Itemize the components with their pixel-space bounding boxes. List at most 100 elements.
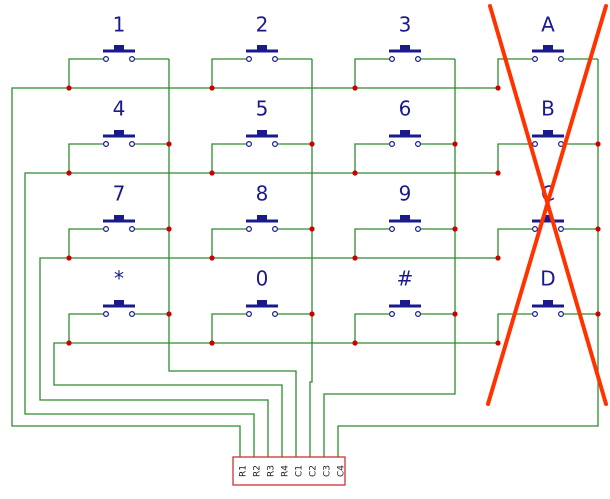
- switch-left-lead: [211, 143, 246, 173]
- cross-stroke: [486, 4, 608, 406]
- key-switch: 4: [68, 97, 169, 173]
- switch-contact-right: [415, 55, 422, 62]
- switch-left-lead: [68, 313, 103, 343]
- switch-plunger: [400, 215, 410, 221]
- row-bus-wire: [53, 342, 355, 457]
- switch-contact-left: [531, 141, 538, 148]
- key-label: 8: [256, 182, 269, 206]
- switch-plunger: [400, 130, 410, 136]
- key-label: 2: [256, 13, 269, 37]
- switch-contact-left: [531, 311, 538, 318]
- switch-plunger: [543, 45, 553, 51]
- junction-dot: [309, 141, 315, 147]
- key-label: 1: [113, 13, 126, 37]
- switch-contact-left: [246, 311, 253, 318]
- junction-dot: [166, 311, 172, 317]
- junction-dots: [66, 85, 601, 346]
- junction-dot: [66, 340, 72, 346]
- row-bus-wire: [24, 172, 498, 457]
- junction-dot: [595, 226, 601, 232]
- wiring: [11, 59, 599, 457]
- pin-label: R3: [267, 465, 277, 477]
- key-label: 9: [399, 182, 412, 206]
- junction-dot: [452, 311, 458, 317]
- junction-dot: [452, 226, 458, 232]
- pin-label: C1: [295, 465, 305, 477]
- switch-left-lead: [68, 143, 103, 173]
- key-label: 7: [113, 182, 126, 206]
- row-bus-wire: [11, 87, 498, 457]
- junction-dot: [166, 226, 172, 232]
- junction-dot: [352, 340, 358, 346]
- switch-contact-left: [389, 311, 396, 318]
- switch-plunger: [400, 300, 410, 306]
- switch-contact-right: [129, 311, 136, 318]
- column-bus-wire: [168, 59, 297, 457]
- switch-contact-left: [102, 141, 109, 148]
- key-switch: 3: [354, 13, 455, 88]
- key-label: 6: [399, 97, 412, 121]
- switch-plunger: [543, 300, 553, 306]
- pin-label: C2: [309, 465, 319, 477]
- connector-body: [232, 456, 346, 486]
- key-switch: A: [497, 13, 598, 88]
- key-switch: C: [497, 182, 598, 258]
- switch-left-lead: [354, 58, 389, 88]
- key-switch: 7: [68, 182, 169, 258]
- switch-contact-left: [102, 311, 109, 318]
- junction-dot: [595, 141, 601, 147]
- junction-dot: [452, 141, 458, 147]
- pin-label: R4: [281, 465, 291, 477]
- switch-contact-right: [129, 55, 136, 62]
- switch-plunger: [400, 45, 410, 51]
- key-switch: 9: [354, 182, 455, 258]
- cross-out-mark: [486, 4, 608, 406]
- switch-contact-right: [272, 226, 279, 233]
- switch-contact-left: [389, 141, 396, 148]
- junction-dot: [352, 255, 358, 261]
- junction-dot: [352, 170, 358, 176]
- switch-contact-right: [129, 141, 136, 148]
- switch-plunger: [257, 300, 267, 306]
- switch-contact-right: [415, 141, 422, 148]
- switch-left-lead: [497, 228, 532, 258]
- switch-left-lead: [211, 228, 246, 258]
- junction-dot: [209, 85, 215, 91]
- switch-contact-left: [102, 226, 109, 233]
- junction-dot: [209, 255, 215, 261]
- key-switch: B: [497, 97, 598, 173]
- key-switch: #: [354, 267, 455, 343]
- junction-dot: [495, 340, 501, 346]
- key-label: B: [541, 97, 555, 121]
- switch-contact-right: [272, 141, 279, 148]
- key-switch: 1: [68, 13, 169, 88]
- column-bus-wire: [337, 59, 599, 457]
- junction-dot: [66, 85, 72, 91]
- key-switch: *: [68, 267, 169, 343]
- switch-left-lead: [497, 58, 532, 88]
- switch-plunger: [257, 45, 267, 51]
- key-label: D: [540, 267, 555, 291]
- junction-dot: [495, 85, 501, 91]
- key-label: A: [541, 13, 555, 37]
- switch-plunger: [543, 130, 553, 136]
- junction-dot: [209, 340, 215, 346]
- junction-dot: [495, 255, 501, 261]
- switch-contact-right: [129, 226, 136, 233]
- switch-contact-left: [389, 226, 396, 233]
- switch-contact-right: [272, 55, 279, 62]
- key-label: 5: [256, 97, 269, 121]
- switch-contact-right: [415, 311, 422, 318]
- pin-label: C4: [337, 465, 347, 477]
- switch-plunger: [114, 300, 124, 306]
- switch-plunger: [114, 215, 124, 221]
- pin-label: R1: [239, 465, 249, 477]
- switch-plunger: [114, 130, 124, 136]
- switch-left-lead: [354, 143, 389, 173]
- switch-left-lead: [497, 313, 532, 343]
- switch-contact-left: [246, 141, 253, 148]
